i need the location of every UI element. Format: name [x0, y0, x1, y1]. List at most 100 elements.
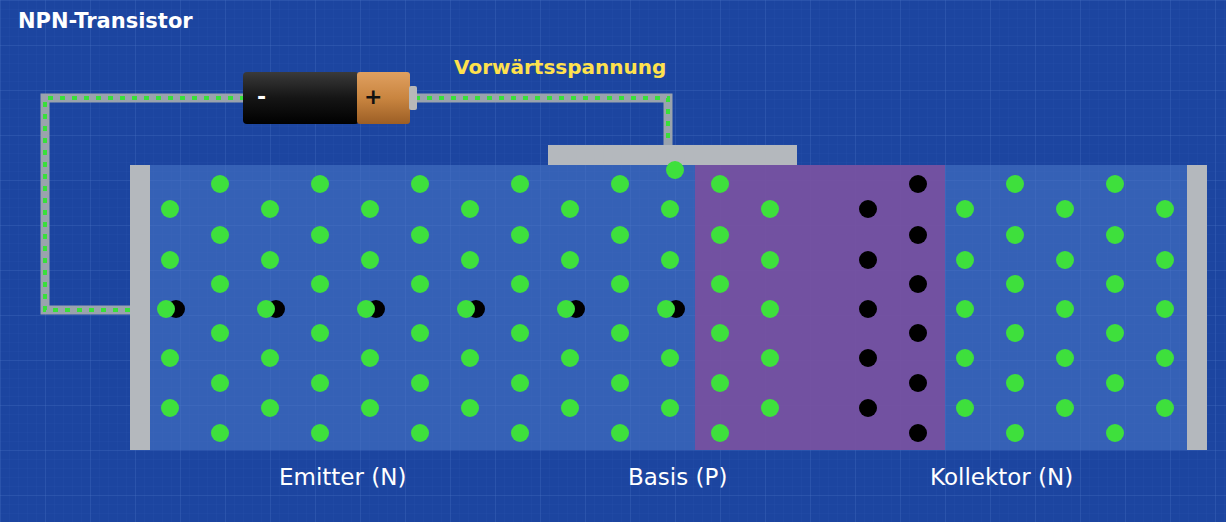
electron [411, 324, 429, 342]
electron [311, 424, 329, 442]
electron [261, 399, 279, 417]
electron [761, 349, 779, 367]
electron [411, 424, 429, 442]
electron [1006, 324, 1024, 342]
title: NPN-Transistor [18, 10, 193, 33]
hole [909, 226, 927, 244]
electron [561, 349, 579, 367]
electron [1106, 175, 1124, 193]
hole [859, 399, 877, 417]
hole [859, 251, 877, 269]
electron [711, 175, 729, 193]
electron [211, 175, 229, 193]
electron [1056, 399, 1074, 417]
electron [361, 399, 379, 417]
hole [909, 324, 927, 342]
electron [211, 374, 229, 392]
hole [859, 300, 877, 318]
electron [666, 161, 684, 179]
electron [761, 399, 779, 417]
electron [561, 399, 579, 417]
electron [611, 175, 629, 193]
electron [1006, 275, 1024, 293]
electron [1106, 424, 1124, 442]
electron [1106, 374, 1124, 392]
electron [157, 300, 175, 318]
electron [1106, 324, 1124, 342]
electron [1156, 200, 1174, 218]
electron [1056, 349, 1074, 367]
electron [661, 399, 679, 417]
electron [657, 300, 675, 318]
electron [711, 324, 729, 342]
electron [1156, 349, 1174, 367]
electron [361, 349, 379, 367]
electron [1156, 251, 1174, 269]
electron [261, 200, 279, 218]
electron [561, 251, 579, 269]
hole [909, 424, 927, 442]
battery-minus: - [257, 85, 266, 109]
electron [161, 200, 179, 218]
electron [1106, 275, 1124, 293]
hole [859, 200, 877, 218]
battery-body [243, 72, 359, 124]
electron [1006, 374, 1024, 392]
electron [161, 251, 179, 269]
electron [1056, 200, 1074, 218]
electron [661, 251, 679, 269]
electron [611, 275, 629, 293]
electron [661, 200, 679, 218]
collector-contact [1187, 165, 1207, 450]
battery-cap [357, 72, 410, 124]
electron [461, 399, 479, 417]
electron [211, 424, 229, 442]
battery-plus: + [364, 85, 382, 109]
electron [511, 374, 529, 392]
electron [956, 200, 974, 218]
hole [909, 275, 927, 293]
hole [859, 349, 877, 367]
electron [311, 175, 329, 193]
electron [711, 424, 729, 442]
electron [261, 251, 279, 269]
electron [261, 349, 279, 367]
electron [257, 300, 275, 318]
electron [661, 349, 679, 367]
electron [161, 349, 179, 367]
electron-flow [415, 98, 668, 147]
electron [411, 175, 429, 193]
electron [711, 226, 729, 244]
electron [311, 374, 329, 392]
electron [461, 349, 479, 367]
electron [1156, 300, 1174, 318]
battery-terminal [409, 86, 417, 110]
electron [311, 275, 329, 293]
electron [956, 349, 974, 367]
electron [611, 226, 629, 244]
hole [909, 175, 927, 193]
electron [461, 251, 479, 269]
electron [1006, 226, 1024, 244]
region-label: Emitter (N) [279, 465, 406, 490]
electron [711, 374, 729, 392]
semiconductor-block [140, 165, 1197, 450]
electron [311, 324, 329, 342]
electron [1056, 251, 1074, 269]
electron [1156, 399, 1174, 417]
electron [1056, 300, 1074, 318]
electron [511, 226, 529, 244]
electron [1006, 175, 1024, 193]
electron [411, 275, 429, 293]
electron [611, 324, 629, 342]
electron [211, 324, 229, 342]
electron [1006, 424, 1024, 442]
electron [457, 300, 475, 318]
emitter-contact [130, 165, 150, 450]
region-label: Basis (P) [628, 465, 727, 490]
electron [411, 226, 429, 244]
electron [611, 374, 629, 392]
